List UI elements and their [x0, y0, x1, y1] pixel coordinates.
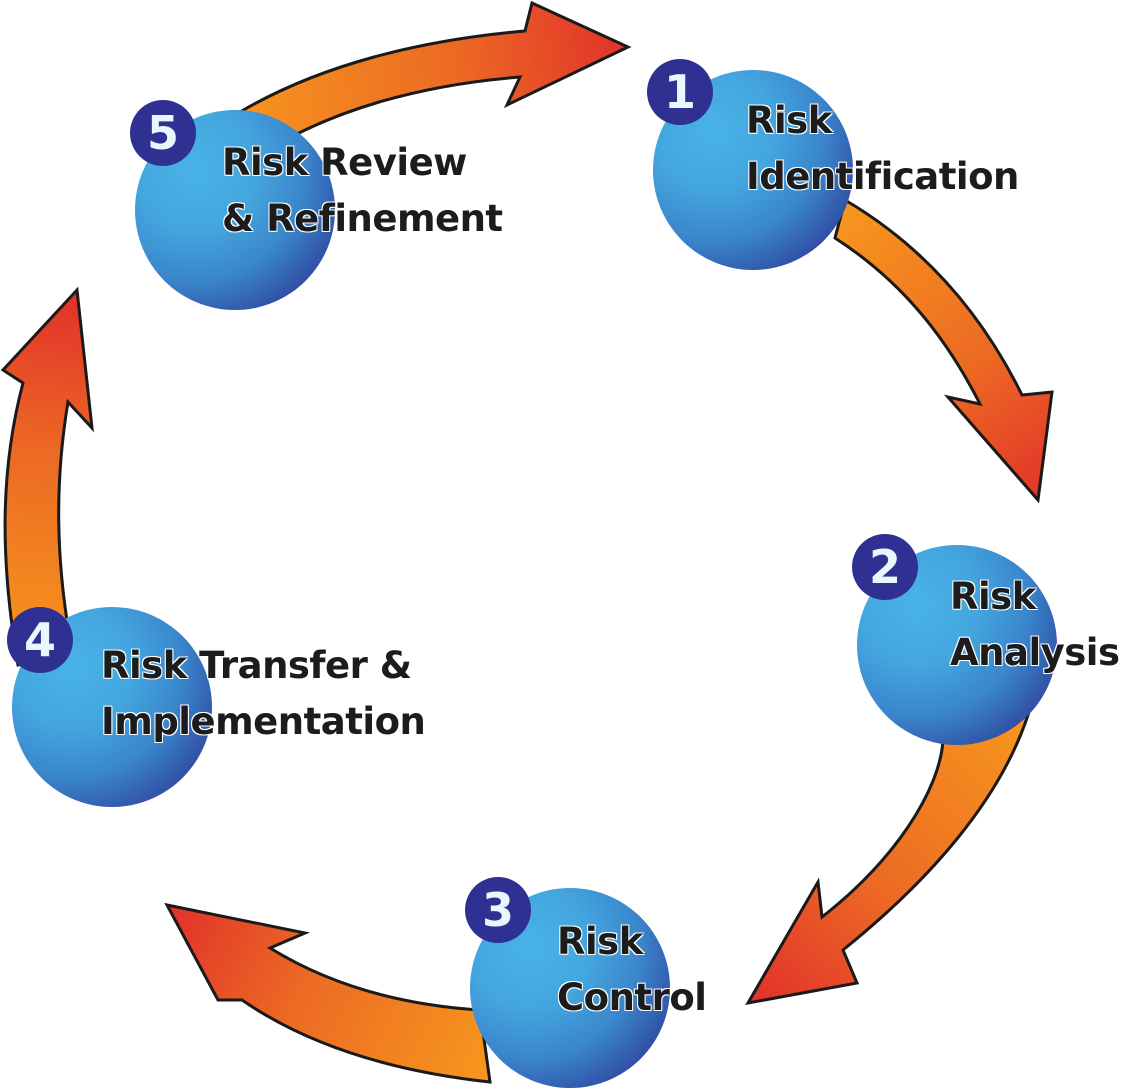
- step-1-label: Risk Identification: [746, 93, 1019, 205]
- step-4-label-line2: Implementation: [101, 700, 426, 743]
- step-3-number-badge: 3: [465, 877, 531, 943]
- step-3-label: Risk Control: [557, 914, 707, 1026]
- arrow-4-to-5: [0, 286, 94, 667]
- step-1-number-badge: 1: [647, 59, 713, 125]
- step-2-label: Risk Analysis: [950, 569, 1120, 681]
- step-5-label: Risk Review & Refinement: [222, 135, 503, 247]
- arrow-1-to-2: [833, 197, 1054, 504]
- step-2-label-line2: Analysis: [950, 631, 1120, 674]
- step-5-sphere: [135, 110, 335, 310]
- step-2-sphere: [857, 545, 1057, 745]
- step-5-label-line2: & Refinement: [222, 197, 503, 240]
- step-4-number-badge: 4: [7, 607, 73, 673]
- step-3-sphere: [470, 888, 670, 1088]
- step-2-number-badge: 2: [852, 534, 918, 600]
- step-4-label-line1: Risk Transfer &: [101, 644, 412, 687]
- step-4-label: Risk Transfer & Implementation: [101, 638, 426, 750]
- arrow-5-to-1: [238, 0, 632, 158]
- step-5-number-badge: 5: [130, 100, 196, 166]
- step-1-label-line2: Identification: [746, 155, 1019, 198]
- step-1-sphere: [653, 70, 853, 270]
- step-1-label-line1: Risk: [746, 99, 832, 142]
- arrow-2-to-3: [745, 712, 1031, 1006]
- arrow-3-to-4: [164, 902, 492, 1084]
- step-2-label-line1: Risk: [950, 575, 1036, 618]
- step-3-label-line2: Control: [557, 976, 707, 1019]
- step-3-label-line1: Risk: [557, 920, 643, 963]
- step-5-label-line1: Risk Review: [222, 141, 467, 184]
